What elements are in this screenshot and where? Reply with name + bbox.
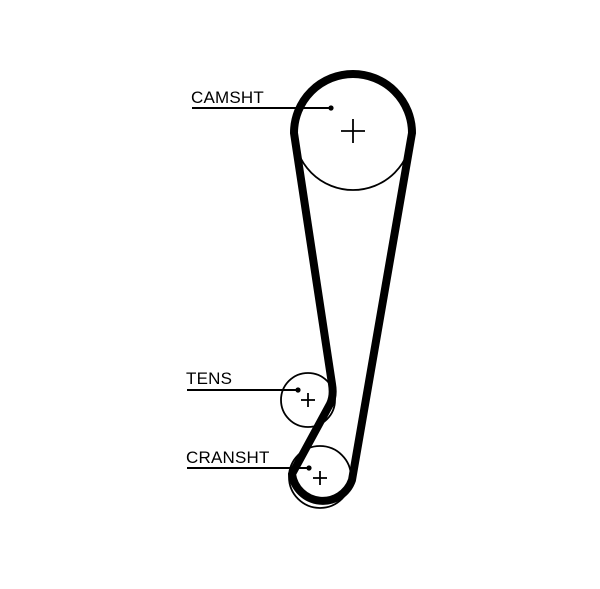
- crankshaft-leader-dot: [306, 465, 312, 471]
- crankshaft-callout: CRANSHT: [186, 448, 312, 471]
- tensioner-leader-dot: [295, 387, 301, 393]
- crankshaft-center-mark: [313, 471, 327, 485]
- tensioner-pulley: [280, 372, 336, 428]
- tensioner-center-mark: [301, 393, 315, 407]
- tensioner-callout: TENS: [186, 369, 301, 393]
- timing-belt: [288, 70, 416, 505]
- camshaft-label: CAMSHT: [191, 88, 264, 107]
- crankshaft-label: CRANSHT: [186, 448, 270, 467]
- tensioner-label: TENS: [186, 369, 232, 388]
- camshaft-center-mark: [341, 119, 365, 143]
- camshaft-callout: CAMSHT: [191, 88, 334, 111]
- camshaft-leader-dot: [328, 105, 334, 111]
